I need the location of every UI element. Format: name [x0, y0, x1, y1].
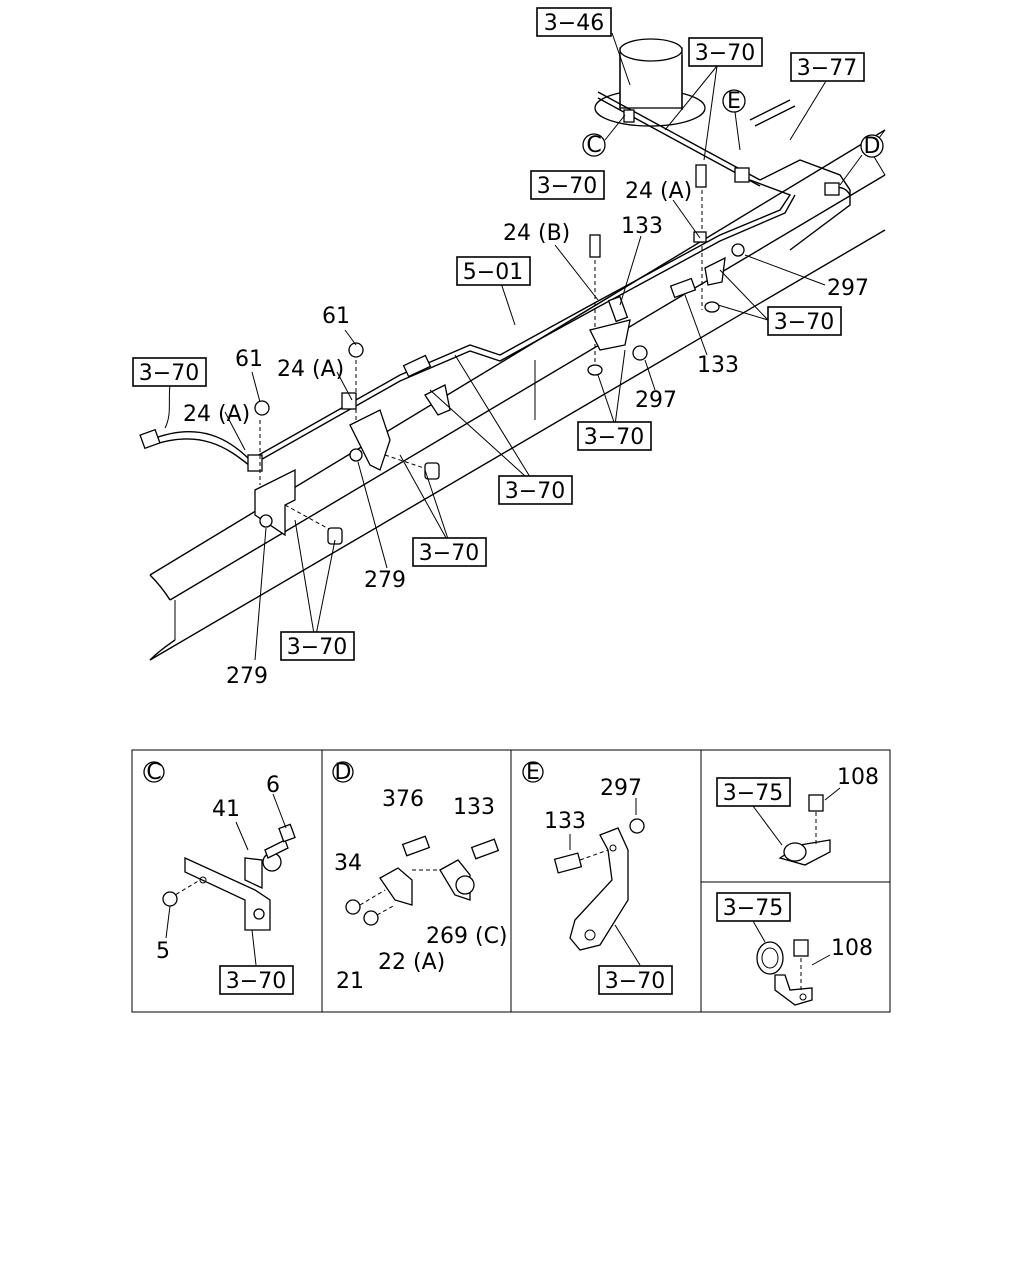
svg-text:D: D [864, 134, 881, 159]
panel-c-part-41: 41 [212, 797, 240, 822]
panel-c-part-6: 6 [266, 773, 280, 798]
ref-box-3-70-bottom[interactable]: 3−70 [280, 631, 355, 661]
detail-panels-frame [131, 749, 891, 1013]
ref-box-3-46[interactable]: 3−46 [536, 7, 612, 37]
svg-text:3−70: 3−70 [226, 969, 286, 994]
panel-d-part-22a: 22 (A) [378, 950, 445, 975]
panel-e-ref-box[interactable] [598, 965, 673, 995]
svg-text:D: D [335, 760, 352, 785]
svg-text:3−46: 3−46 [544, 11, 604, 36]
svg-text:3−70: 3−70 [774, 310, 834, 335]
panel-d-part-21: 21 [336, 969, 364, 994]
part-61-b: 61 [235, 347, 263, 372]
mounting-hardware [247, 109, 840, 545]
svg-text:3−77: 3−77 [797, 56, 857, 81]
detail-panel-f: 3−75 108 [716, 765, 879, 866]
svg-text:3−75: 3−75 [723, 781, 783, 806]
detail-panel-e: E 297 133 3−70 [522, 760, 673, 995]
panel-d-part-376: 376 [382, 787, 424, 812]
svg-text:C: C [586, 133, 601, 158]
panel-f-part-108: 108 [837, 765, 879, 790]
detail-panel-g: 3−75 108 [716, 892, 873, 1006]
ref-box-3-70-center-low[interactable]: 3−70 [577, 421, 652, 451]
part-24b: 24 (B) [503, 221, 570, 246]
svg-text:E: E [727, 89, 741, 114]
panel-e-part-133: 133 [544, 809, 586, 834]
svg-text:3−70: 3−70 [419, 541, 479, 566]
svg-text:3−70: 3−70 [605, 969, 665, 994]
leader-lines [164, 32, 863, 661]
part-24a-left: 24 (A) [183, 402, 250, 427]
ref-box-3-77[interactable]: 3−77 [790, 52, 865, 82]
callout-e: E [722, 89, 746, 114]
detail-panel-c: C 6 41 5 3−70 [143, 760, 296, 995]
part-297-right: 297 [827, 276, 869, 301]
panel-d-part-133: 133 [453, 795, 495, 820]
part-279-a: 279 [364, 568, 406, 593]
panel-g-part-108: 108 [831, 936, 873, 961]
svg-text:C: C [146, 760, 161, 785]
ref-box-3-70-top[interactable]: 3−70 [688, 37, 763, 67]
ref-box-5-01[interactable]: 5−01 [456, 256, 531, 286]
part-279-b: 279 [226, 664, 268, 689]
part-297-mid: 297 [635, 388, 677, 413]
panel-d-part-34: 34 [334, 851, 362, 876]
svg-text:3−70: 3−70 [287, 635, 347, 660]
frame-rail [149, 129, 886, 661]
svg-text:3−70: 3−70 [139, 361, 199, 386]
svg-text:3−70: 3−70 [695, 41, 755, 66]
part-24a-top: 24 (A) [625, 179, 692, 204]
svg-text:3−75: 3−75 [723, 896, 783, 921]
fuel-pipe [139, 99, 851, 467]
svg-text:3−70: 3−70 [584, 425, 644, 450]
part-61-a: 61 [322, 304, 350, 329]
svg-text:3−70: 3−70 [537, 174, 597, 199]
ref-box-3-70-left[interactable]: 3−70 [132, 357, 207, 387]
part-133-top: 133 [621, 214, 663, 239]
svg-text:3−70: 3−70 [505, 479, 565, 504]
ref-box-3-70-bracket[interactable]: 3−70 [412, 537, 487, 567]
callout-c: C [582, 133, 606, 158]
callout-d: D [860, 134, 884, 159]
panel-c-ref-box[interactable] [219, 965, 294, 995]
panel-e-part-297: 297 [600, 776, 642, 801]
ref-box-3-70-mid[interactable]: 3−70 [530, 170, 605, 200]
part-133-right: 133 [697, 353, 739, 378]
panel-f-ref-box[interactable] [716, 777, 791, 807]
ref-box-3-70-center[interactable]: 3−70 [498, 475, 573, 505]
svg-text:E: E [526, 760, 540, 785]
detail-panel-d: D 376 133 34 22 (A) 269 (C) 21 [332, 760, 508, 994]
panel-c-part-5: 5 [156, 939, 170, 964]
svg-text:5−01: 5−01 [463, 260, 523, 285]
panel-d-part-269c: 269 (C) [426, 924, 508, 949]
part-24a-mid: 24 (A) [277, 357, 344, 382]
ref-box-3-70-right[interactable]: 3−70 [767, 306, 842, 336]
